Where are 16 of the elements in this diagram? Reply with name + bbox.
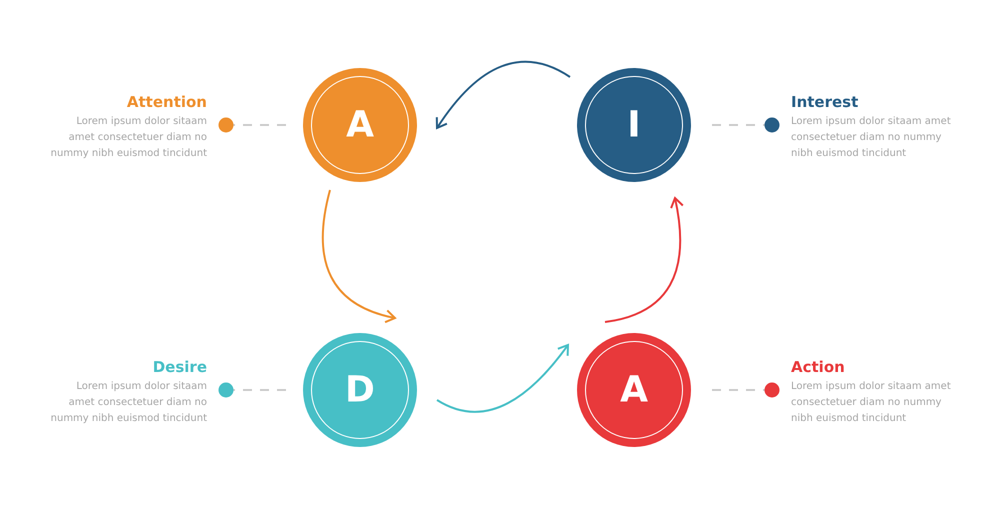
curved-arrow [436,344,569,413]
step-heading: Attention [126,92,207,112]
step-description: Lorem ipsum dolor sitaam amet consectetuer diam no nummy nibh euismod tincidunt [791,115,952,161]
letter: A [619,370,649,410]
step-description: Lorem ipsum dolor sitaam amet consectetuer diam no nummy nibh euismod tincidunt [50,380,207,426]
curved-arrow [436,60,570,129]
step-description: Lorem ipsum dolor sitaam amet consectetuer diam no nummy nibh euismod tincidunt [791,380,952,426]
letter: D [344,370,376,410]
curved-arrow [604,197,684,323]
letter: I [626,104,642,146]
step-heading: Interest [791,92,860,112]
step-description: Lorem ipsum dolor sitaam amet consectetuer diam no nummy nibh euismod tincidunt [50,115,207,161]
letter: A [345,104,375,146]
step-heading: Action [791,357,846,377]
curved-arrow [322,190,396,323]
step-heading: Desire [152,357,207,377]
